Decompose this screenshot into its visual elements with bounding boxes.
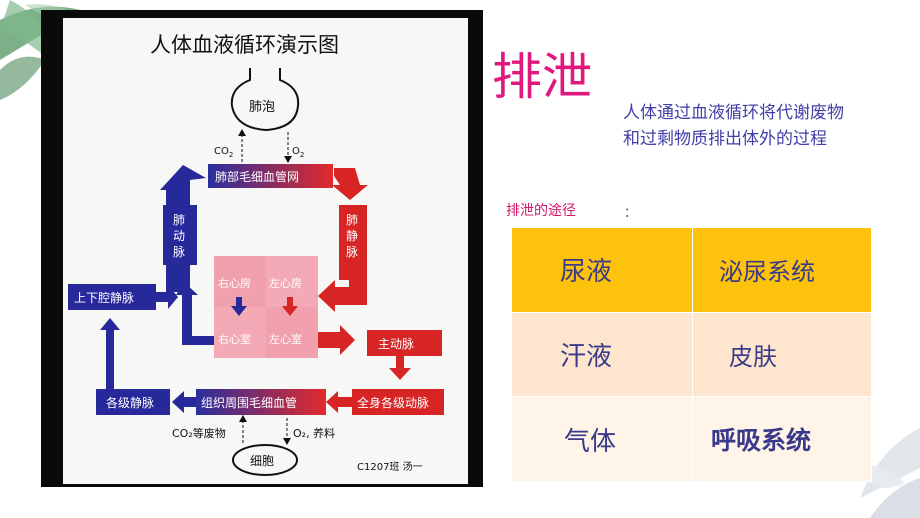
cell-shape (232, 444, 298, 476)
veins-label: 各级静脉 (106, 395, 154, 410)
right-av-arrow (231, 297, 247, 316)
aorta-down-arrow (389, 356, 411, 380)
o2-label: O2 (292, 146, 304, 159)
pulmonary-vein-to-heart-arrow (318, 280, 367, 312)
tissue-capillary-label: 组织周围毛细血管 (201, 395, 297, 410)
diagram-title: 人体血液循环演示图 (150, 33, 339, 57)
venae-cavae-label: 上下腔静脉 (74, 290, 134, 305)
routes-table: 尿液 泌尿系统 汗液 皮肤 气体 呼吸系统 (511, 227, 872, 482)
pulmonary-vein-top-arrow (332, 168, 368, 200)
substance-cell: 气体 (511, 396, 693, 482)
venae-cavae-box (68, 284, 156, 310)
routes-colon: ： (624, 206, 638, 221)
nutrients-label: O₂, 养料 (293, 426, 335, 440)
left-atrium-label: 左心房 (269, 277, 302, 290)
veins-up-arrow (100, 318, 120, 389)
arteries-box (352, 389, 444, 415)
table-row: 气体 呼吸系统 (511, 396, 872, 482)
substance-cell: 汗液 (511, 311, 693, 398)
rv-outflow-arrow (176, 282, 214, 345)
page-title: 排泄 (492, 48, 592, 106)
tissue-capillary-box (196, 389, 326, 415)
lungs-shape (230, 68, 300, 132)
left-av-arrow (282, 297, 298, 316)
table-row: 汗液 皮肤 (511, 311, 872, 398)
waste-label: CO₂等废物 (172, 426, 226, 440)
pulmonary-vein-bar (339, 205, 367, 280)
table-row: 尿液 泌尿系统 (511, 227, 872, 313)
pulmonary-vein-char-1: 肺 (346, 213, 358, 227)
credit-label: C1207班 汤一 (357, 460, 423, 473)
aorta-box (367, 330, 442, 356)
pulmonary-artery-char-3: 脉 (173, 244, 185, 259)
definition-text: 人体通过血液循环将代谢废物和过剩物质排出体外的过程 (623, 103, 844, 149)
substance-cell: 尿液 (511, 227, 693, 313)
pulmonary-artery-char-2: 动 (173, 229, 185, 243)
system-cell: 泌尿系统 (692, 227, 872, 313)
cell-label: 细胞 (250, 454, 274, 468)
arteries-to-capillary-arrow (326, 391, 352, 413)
system-cell: 皮肤 (692, 311, 872, 398)
lungs-label: 肺泡 (249, 100, 275, 115)
pulmonary-capillary-box (208, 164, 333, 188)
leaf-decoration-bottom-right (850, 428, 920, 518)
pulmonary-vein-char-3: 脉 (346, 244, 358, 259)
right-ventricle-label: 右心室 (218, 332, 251, 346)
capillary-to-veins-arrow (172, 391, 196, 413)
co2-label: CO2 (214, 146, 233, 159)
left-ventricle-outflow-arrow (318, 325, 355, 355)
aorta-label: 主动脉 (378, 336, 414, 351)
pulmonary-capillary-label: 肺部毛细血管网 (215, 169, 299, 184)
circulation-diagram: 人体血液循环演示图 肺泡 CO2 O2 肺部毛细血管网 肺 动 脉 肺 静 脉 … (68, 33, 444, 476)
venae-cavae-to-heart-arrow (156, 285, 178, 309)
arteries-label: 全身各级动脉 (357, 395, 429, 410)
left-ventricle-label: 左心室 (269, 332, 302, 346)
system-cell: 呼吸系统 (692, 396, 872, 482)
pulmonary-vein-char-2: 静 (346, 229, 358, 243)
right-atrium-label: 右心房 (218, 276, 251, 290)
pulmonary-artery-char-1: 肺 (173, 213, 185, 227)
routes-label: 排泄的途径 (506, 203, 576, 219)
veins-box (96, 389, 170, 415)
